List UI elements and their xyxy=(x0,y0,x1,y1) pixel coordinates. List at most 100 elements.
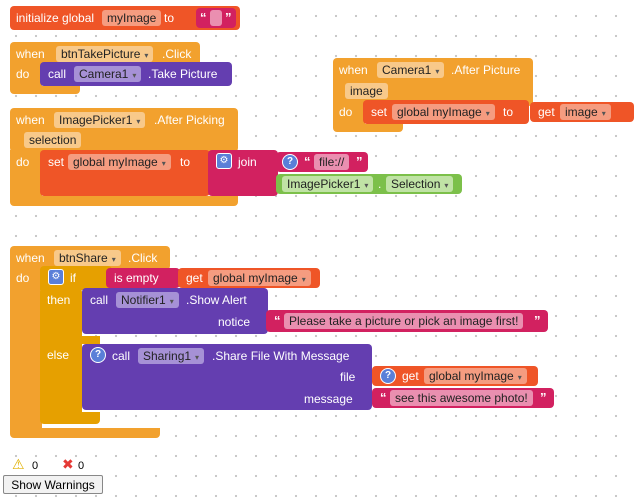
quote-close: ” xyxy=(534,313,541,328)
help-icon[interactable]: ? xyxy=(282,154,298,170)
get-variable-block[interactable]: get image▾ xyxy=(530,102,634,122)
component-dropdown[interactable]: Camera1▾ xyxy=(377,62,445,78)
event-footer xyxy=(10,428,160,438)
get-variable-block[interactable]: get global myImage▾ xyxy=(178,268,320,288)
text-value-field[interactable]: Please take a picture or pick an image f… xyxy=(284,313,524,329)
chevron-down-icon: ▾ xyxy=(301,275,306,284)
empty-text-block[interactable]: “ ” xyxy=(196,8,236,28)
is-empty-label: is empty xyxy=(114,271,159,285)
quote-open: “ xyxy=(380,390,387,405)
chevron-down-icon: ▾ xyxy=(435,67,440,76)
component-dropdown[interactable]: btnShare▾ xyxy=(54,250,121,266)
text-string-block[interactable]: ? “ file:// ” xyxy=(276,152,368,172)
call-label: call xyxy=(90,293,109,307)
text-value-field[interactable] xyxy=(210,10,222,26)
do-label: do xyxy=(339,105,353,119)
event-name: .After Picture xyxy=(451,63,521,77)
quote-open: “ xyxy=(274,313,281,328)
initialize-global-block[interactable]: initialize global myImage to “ ” xyxy=(10,6,240,30)
quote-close: ” xyxy=(225,10,232,25)
component-dropdown[interactable]: Camera1▾ xyxy=(74,66,142,82)
notice-text-block[interactable]: “ Please take a picture or pick an image… xyxy=(266,310,548,332)
join-text-block[interactable]: ⚙ join xyxy=(208,150,278,196)
if-then-else-block[interactable]: ⚙ if xyxy=(40,266,112,290)
method-name: .Take Picture xyxy=(148,67,218,81)
call-label: call xyxy=(48,67,67,81)
event-name: .Click xyxy=(162,47,192,61)
notifier-show-alert-call[interactable]: call Notifier1▾ .Show Alert notice xyxy=(82,288,268,334)
get-label: get xyxy=(402,369,419,383)
event-footer xyxy=(333,124,403,132)
text-value-field[interactable]: file:// xyxy=(314,154,350,170)
do-label: do xyxy=(16,67,30,81)
when-label: when xyxy=(16,251,45,265)
component-dropdown[interactable]: Notifier1▾ xyxy=(116,292,179,308)
get-variable-block[interactable]: ? get global myImage▾ xyxy=(372,366,538,386)
variable-name-field[interactable]: myImage xyxy=(102,10,162,26)
gear-icon[interactable]: ⚙ xyxy=(216,153,232,169)
if-label: if xyxy=(70,271,76,285)
event-name: .After Picking xyxy=(154,113,225,127)
component-dropdown[interactable]: Sharing1▾ xyxy=(138,348,205,364)
event-body-bar xyxy=(10,62,42,86)
show-warnings-button[interactable]: Show Warnings xyxy=(3,475,103,494)
imagepicker-after-picking-event-block[interactable]: when ImagePicker1▾ .After Picking select… xyxy=(10,108,238,152)
when-label: when xyxy=(16,47,45,61)
quote-close: ” xyxy=(540,390,547,405)
component-dropdown[interactable]: btnTakePicture▾ xyxy=(56,46,154,62)
chevron-down-icon: ▾ xyxy=(132,71,137,80)
join-label: join xyxy=(238,155,257,169)
set-global-variable-block[interactable]: set global myImage▾ to xyxy=(363,100,529,124)
component-property-getter[interactable]: ImagePicker1▾ . Selection▾ xyxy=(276,174,462,194)
warning-count: 0 xyxy=(32,460,39,472)
set-global-variable-block[interactable]: set global myImage▾ to xyxy=(40,150,210,196)
camera-take-picture-call[interactable]: call Camera1▾ .Take Picture xyxy=(40,62,232,86)
text-value-field[interactable]: see this awesome photo! xyxy=(390,390,533,406)
then-else-divider xyxy=(40,336,100,344)
get-label: get xyxy=(538,105,555,119)
variable-dropdown[interactable]: global myImage▾ xyxy=(424,368,527,384)
quote-open: “ xyxy=(304,154,311,169)
initialize-global-label: initialize global xyxy=(16,11,95,25)
component-dropdown[interactable]: ImagePicker1▾ xyxy=(282,176,374,192)
get-label: get xyxy=(186,271,203,285)
variable-dropdown[interactable]: global myImage▾ xyxy=(68,154,171,170)
warning-icon: ⚠ xyxy=(12,456,25,472)
chevron-down-icon: ▾ xyxy=(111,255,116,264)
camera-after-picture-event-block[interactable]: when Camera1▾ .After Picture image xyxy=(333,58,533,106)
chevron-down-icon: ▾ xyxy=(601,109,606,118)
if-left-bar xyxy=(40,288,82,422)
variable-dropdown[interactable]: global myImage▾ xyxy=(208,270,311,286)
event-footer xyxy=(10,196,238,206)
event-parameter[interactable]: selection xyxy=(24,132,82,148)
property-dropdown[interactable]: Selection▾ xyxy=(386,176,454,192)
chevron-down-icon: ▾ xyxy=(195,353,200,362)
chevron-down-icon: ▾ xyxy=(144,51,149,60)
sharing-share-file-call[interactable]: ? call Sharing1▾ .Share File With Messag… xyxy=(82,344,372,410)
do-label: do xyxy=(16,155,30,169)
to-label: to xyxy=(503,105,514,119)
variable-dropdown[interactable]: image▾ xyxy=(560,104,611,120)
message-text-block[interactable]: “ see this awesome photo! ” xyxy=(372,388,554,408)
help-icon[interactable]: ? xyxy=(90,347,106,363)
component-dropdown[interactable]: ImagePicker1▾ xyxy=(54,112,146,128)
to-label: to xyxy=(180,155,191,169)
error-icon: ✖ xyxy=(62,456,74,472)
chevron-down-icon: ▾ xyxy=(485,109,490,118)
quote-close: ” xyxy=(356,154,363,169)
btn-share-event-block[interactable]: when btnShare▾ .Click xyxy=(10,246,170,270)
event-parameter[interactable]: image xyxy=(345,83,388,99)
chevron-down-icon: ▾ xyxy=(517,373,522,382)
if-footer xyxy=(40,412,100,424)
method-name: .Share File With Message xyxy=(212,349,350,363)
event-body-bar xyxy=(10,266,42,430)
property-separator: . xyxy=(378,177,382,191)
variable-dropdown[interactable]: global myImage▾ xyxy=(392,104,495,120)
is-empty-block[interactable]: is empty xyxy=(106,268,180,288)
when-label: when xyxy=(16,113,45,127)
gear-icon[interactable]: ⚙ xyxy=(48,269,64,285)
method-name: .Show Alert xyxy=(186,293,247,307)
chevron-down-icon: ▾ xyxy=(161,159,166,168)
set-label: set xyxy=(371,105,388,119)
help-icon[interactable]: ? xyxy=(380,368,396,384)
